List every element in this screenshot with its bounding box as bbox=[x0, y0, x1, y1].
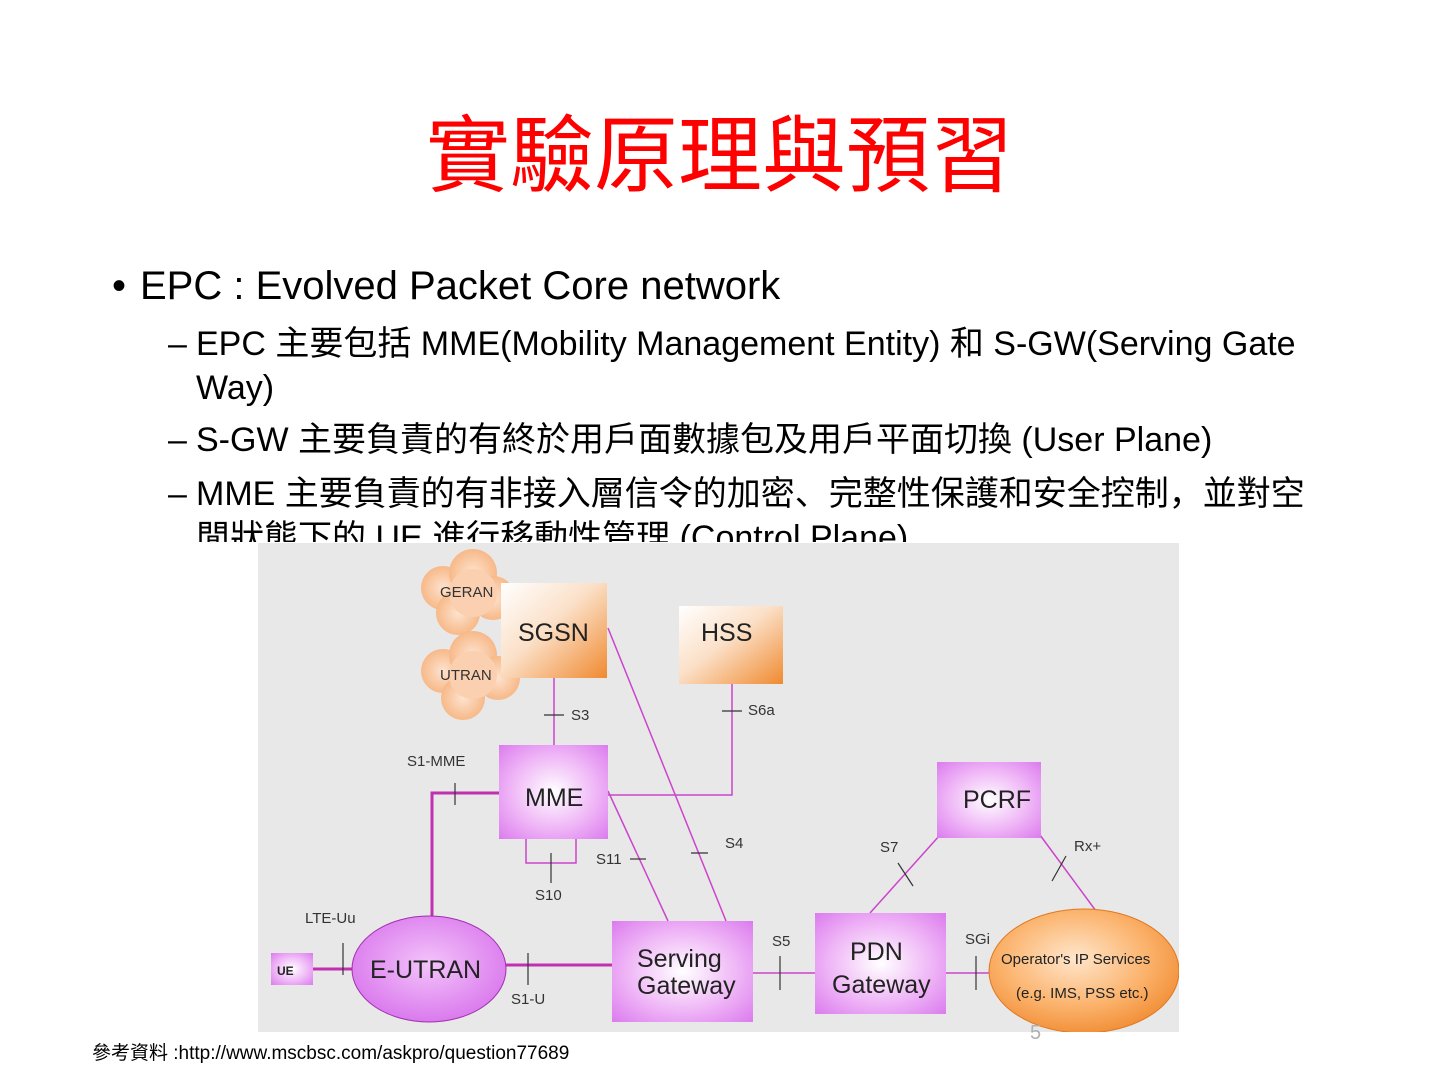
s1mme-label: S1-MME bbox=[407, 753, 465, 770]
subbullet-epc-components: – EPC 主要包括 MME(Mobility Management Entit… bbox=[168, 322, 1328, 410]
utran-cloud bbox=[421, 631, 520, 720]
sgi-label: SGi bbox=[965, 931, 990, 948]
interface-ticks bbox=[342, 710, 1067, 990]
s4-label: S4 bbox=[725, 835, 743, 852]
serving-gateway-label-line2: Gateway bbox=[637, 972, 736, 1000]
hss-node bbox=[679, 606, 783, 684]
s5-label: S5 bbox=[772, 933, 790, 950]
subbullet-dash: – bbox=[168, 475, 187, 513]
pcrf-label: PCRF bbox=[963, 786, 1031, 814]
s6a-label: S6a bbox=[748, 702, 775, 719]
hss-label: HSS bbox=[701, 619, 752, 647]
utran-label: UTRAN bbox=[440, 667, 492, 684]
ue-node bbox=[271, 953, 313, 985]
serving-gateway-node bbox=[612, 921, 753, 1022]
subbullet-mme: – MME 主要負責的有非接入層信令的加密、完整性保護和安全控制，並對空閒狀態下… bbox=[168, 472, 1328, 542]
ue-label: UE bbox=[277, 964, 294, 978]
subbullet-text: MME 主要負責的有非接入層信令的加密、完整性保護和安全控制，並對空閒狀態下的 … bbox=[196, 475, 1305, 542]
sgsn-label: SGSN bbox=[518, 619, 589, 647]
eutran-label: E-UTRAN bbox=[370, 956, 481, 984]
subbullet-dash: – bbox=[168, 325, 187, 363]
pdn-gateway-label-line1: PDN bbox=[850, 938, 903, 966]
mme-node bbox=[499, 745, 608, 839]
link-s6a bbox=[608, 683, 733, 796]
s3-label: S3 bbox=[571, 707, 589, 724]
page-number: 5 bbox=[1030, 1022, 1042, 1044]
mme-label: MME bbox=[525, 784, 583, 812]
epc-architecture-diagram: GERAN UTRAN SGSN HSS MME PCRF bbox=[258, 543, 1179, 1032]
pdn-gateway-label-line2: Gateway bbox=[832, 971, 931, 999]
subbullet-sgw: – S-GW 主要負責的有終於用戶面數據包及用戶平面切換 (User Plane… bbox=[168, 418, 1328, 462]
pcrf-node bbox=[937, 762, 1041, 838]
operator-ip-services-node bbox=[988, 908, 1179, 1032]
interface-links bbox=[525, 627, 1097, 974]
link-rx bbox=[1039, 834, 1097, 912]
serving-gateway-label-line1: Serving bbox=[637, 945, 722, 973]
link-s1mme bbox=[430, 791, 499, 916]
subbullet-text: EPC 主要包括 MME(Mobility Management Entity)… bbox=[196, 325, 1296, 407]
geran-label: GERAN bbox=[440, 584, 493, 601]
geran-cloud bbox=[421, 549, 515, 635]
operator-ip-services-label-line2: (e.g. IMS, PSS etc.) bbox=[1016, 985, 1149, 1002]
sgsn-node bbox=[501, 583, 607, 678]
s11-label: S11 bbox=[596, 851, 622, 868]
s1u-label: S1-U bbox=[511, 991, 545, 1008]
slide-title: 實驗原理與預習 bbox=[425, 107, 1014, 205]
bullet-dot: • bbox=[112, 264, 127, 308]
pdn-gateway-node bbox=[815, 913, 946, 1014]
bullet-text: EPC : Evolved Packet Core network bbox=[140, 264, 781, 308]
subbullet-dash: – bbox=[168, 421, 187, 459]
link-s4 bbox=[607, 627, 727, 922]
lteuu-label: LTE-Uu bbox=[305, 910, 356, 927]
eutran-node bbox=[351, 915, 507, 1023]
subbullet-text: S-GW 主要負責的有終於用戶面數據包及用戶平面切換 (User Plane) bbox=[196, 421, 1213, 459]
s7-label: S7 bbox=[880, 839, 898, 856]
link-s11 bbox=[607, 790, 669, 922]
rx-label: Rx+ bbox=[1074, 838, 1101, 855]
reference-text: 參考資料 :http://www.mscbsc.com/askpro/quest… bbox=[92, 1043, 570, 1064]
operator-ip-services-label-line1: Operator's IP Services bbox=[1001, 951, 1150, 968]
s10-label: S10 bbox=[535, 887, 562, 904]
interface-links-strong bbox=[313, 791, 612, 971]
